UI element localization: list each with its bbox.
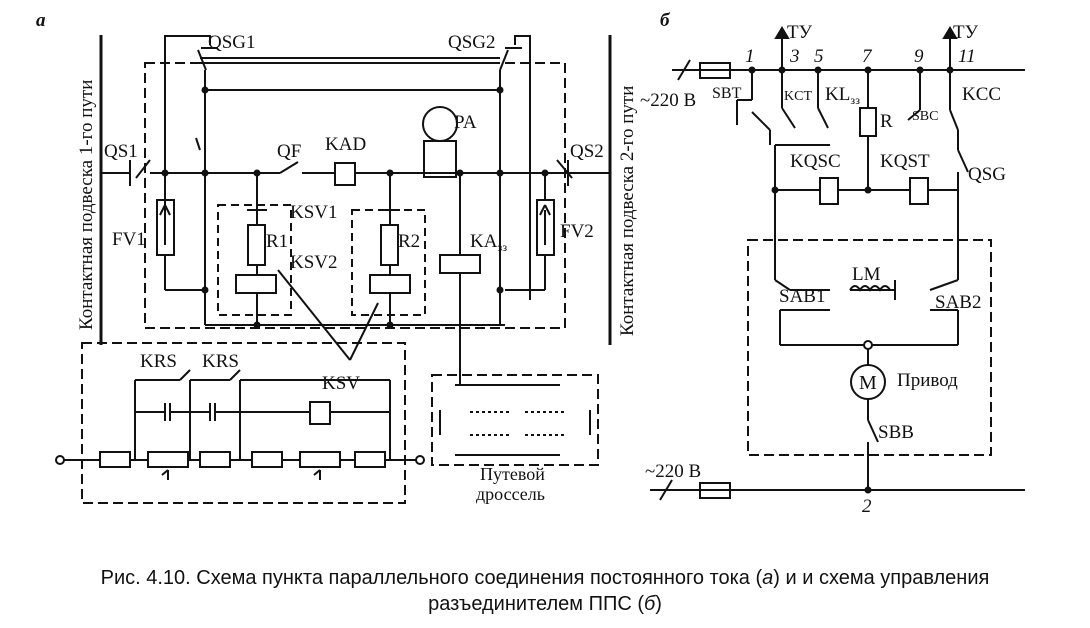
caption-line-2: разъединителем ППС (б) bbox=[428, 593, 662, 615]
kl-label: KLзз bbox=[825, 84, 860, 107]
node-11: 11 bbox=[958, 46, 976, 67]
node-1: 1 bbox=[745, 46, 755, 67]
panel-b-letter: б bbox=[660, 10, 671, 31]
sbc-label: SBC bbox=[912, 109, 938, 124]
tu-label-1: ТУ bbox=[787, 22, 813, 43]
kqst-label: KQST bbox=[880, 151, 930, 172]
sab1-label: SAB1 bbox=[779, 286, 825, 307]
figure-caption: Рис. 4.10. Схема пункта параллельного со… bbox=[0, 565, 1090, 617]
fv2-label: FV2 bbox=[560, 221, 594, 242]
qsg2-label: QSG2 bbox=[448, 32, 496, 53]
node-5: 5 bbox=[814, 46, 824, 67]
ka-label: KAзз bbox=[470, 231, 507, 254]
ksv1-label: KSV1 bbox=[290, 202, 338, 223]
lm-label: LM bbox=[852, 264, 881, 285]
qs2-label: QS2 bbox=[570, 141, 604, 162]
choke-label-1: Путевой bbox=[480, 464, 545, 484]
left-catenary-label: Контактная подвеска 1-го пути bbox=[76, 80, 97, 330]
supply-bottom-label: ~220 В bbox=[645, 461, 701, 482]
kct-label: KCT bbox=[784, 89, 812, 104]
qsg-label: QSG bbox=[968, 164, 1006, 185]
sbb-label: SBB bbox=[878, 422, 914, 443]
qsg1-label: QSG1 bbox=[208, 32, 256, 53]
qs1-label: QS1 bbox=[104, 141, 138, 162]
kad-label: KAD bbox=[325, 134, 366, 155]
node-9: 9 bbox=[914, 46, 924, 67]
sbt-label: SBT bbox=[712, 85, 742, 102]
choke-label-2: дроссель bbox=[476, 484, 545, 504]
privod-label: Привод bbox=[897, 370, 958, 391]
supply-top-label: ~220 В bbox=[640, 90, 696, 111]
krs-relay-block bbox=[55, 342, 425, 504]
r1-label: R1 bbox=[266, 231, 288, 252]
caption-line-1: Рис. 4.10. Схема пункта параллельного со… bbox=[100, 567, 990, 589]
node-3: 3 bbox=[789, 46, 800, 67]
r2-label: R2 bbox=[398, 231, 420, 252]
kqsc-label: KQSC bbox=[790, 151, 841, 172]
node-7: 7 bbox=[862, 46, 873, 67]
tu-label-2: ТУ bbox=[953, 22, 979, 43]
panel-a-schematic bbox=[99, 35, 612, 361]
ksv-label: KSV bbox=[322, 373, 360, 394]
panel-b-schematic bbox=[650, 26, 1025, 501]
node-2: 2 bbox=[862, 496, 872, 517]
fv1-label: FV1 bbox=[112, 229, 146, 250]
junction-dots bbox=[161, 66, 954, 494]
ksv2-label: KSV2 bbox=[290, 252, 338, 273]
right-catenary-label: Контактная подвеска 2-го пути bbox=[617, 86, 638, 336]
r-label: R bbox=[880, 111, 893, 132]
panel-a-letter: а bbox=[36, 10, 46, 31]
sab2-label: SAB2 bbox=[935, 292, 981, 313]
pa-label: PA bbox=[454, 112, 477, 133]
qf-label: QF bbox=[277, 141, 301, 162]
krs-label-2: KRS bbox=[202, 351, 239, 372]
kcc-label: KCC bbox=[962, 84, 1001, 105]
track-choke bbox=[431, 360, 599, 466]
krs-label-1: KRS bbox=[140, 351, 177, 372]
motor-label: M bbox=[859, 372, 877, 394]
